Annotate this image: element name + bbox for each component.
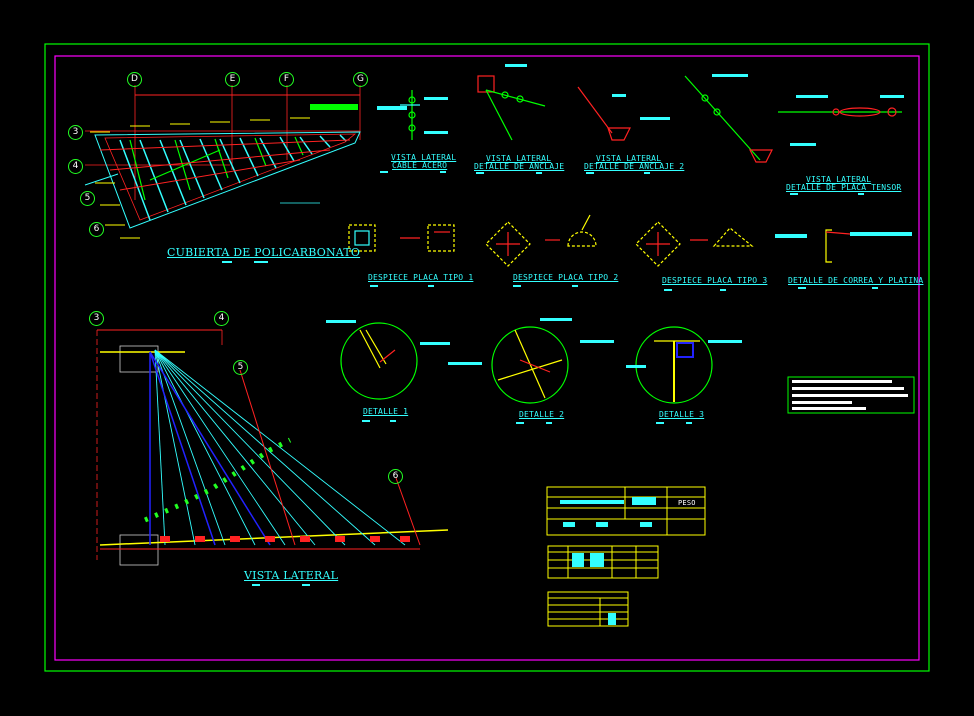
plate-type-1	[348, 224, 455, 252]
circle-detail-2-label: DETALLE 2	[519, 410, 565, 419]
detail-anchor-1-subtitle: DETALLE DE ANCLAJE	[474, 162, 565, 171]
detail-cable-title: VISTA LATERAL	[391, 153, 457, 162]
plate-1-label: DESPIECE PLACA TIPO 1	[368, 273, 474, 282]
axis-bubble-side-3: 3	[89, 311, 104, 326]
axis-bubble-f: F	[279, 72, 294, 87]
detail-cable	[377, 90, 448, 140]
detail-anchor-2-title: VISTA LATERAL	[596, 154, 662, 163]
detail-anchor-2-subtitle: DETALLE DE ANCLAJE 2	[584, 162, 685, 171]
axis-bubble-3: 3	[68, 125, 83, 140]
axis-bubble-side-4: 4	[214, 311, 229, 326]
circle-detail-2	[448, 318, 614, 404]
notes-box	[787, 376, 915, 414]
side-view	[96, 329, 449, 566]
detail-anchor-1-title: VISTA LATERAL	[486, 154, 552, 163]
axis-bubble-g: G	[353, 72, 368, 87]
axis-bubble-d: D	[127, 72, 142, 87]
purlin-label: DETALLE DE CORREA Y PLATINA	[788, 276, 924, 285]
roof-plan	[84, 85, 361, 239]
inner-border	[54, 55, 920, 661]
axis-bubble-e: E	[225, 72, 240, 87]
detail-tensor-title: VISTA LATERAL	[806, 175, 872, 184]
detail-cable-subtitle: CABLE ACERO	[392, 161, 448, 170]
plate-2-label: DESPIECE PLACA TIPO 2	[513, 273, 619, 282]
weight-table	[546, 486, 706, 536]
axis-bubble-5: 5	[80, 191, 95, 206]
circle-detail-3-label: DETALLE 3	[659, 410, 705, 419]
outer-frame	[44, 43, 930, 672]
detail-turnbuckle	[778, 95, 904, 117]
weight-table-header: PESO	[678, 499, 696, 507]
purlin-detail	[775, 229, 912, 263]
circle-detail-1-label: DETALLE 1	[363, 407, 409, 416]
circle-detail-1	[326, 320, 450, 400]
axis-bubble-4: 4	[68, 159, 83, 174]
side-view-title: VISTA LATERAL	[244, 569, 339, 582]
plate-type-3	[635, 221, 754, 267]
circle-detail-3	[626, 326, 742, 404]
detail-anchor-1	[477, 64, 546, 141]
detail-tensor-subtitle: DETALLE DE PLACA TENSOR	[786, 183, 902, 192]
detail-anchor-3	[684, 74, 816, 163]
plate-type-2	[485, 214, 597, 267]
axis-bubble-side-5: 5	[233, 360, 248, 375]
detail-anchor-2	[577, 86, 670, 141]
axis-bubble-side-6: 6	[388, 469, 403, 484]
plate-3-label: DESPIECE PLACA TIPO 3	[662, 276, 768, 285]
roof-title: CUBIERTA DE POLICARBONATO	[167, 246, 361, 259]
axis-bubble-6: 6	[89, 222, 104, 237]
